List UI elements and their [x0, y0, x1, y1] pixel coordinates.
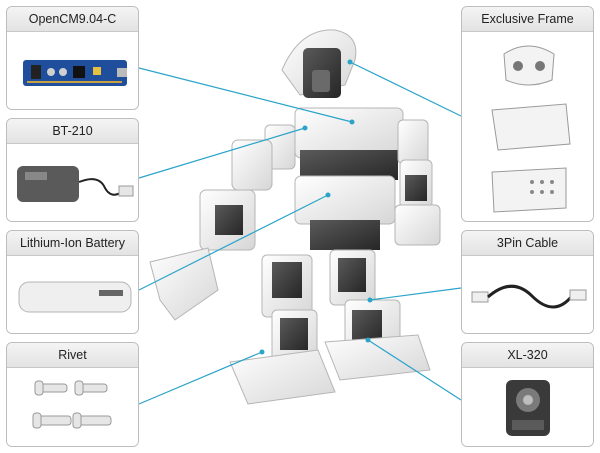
card-cable: 3Pin Cable [461, 230, 594, 334]
card-xl320: XL-320 [461, 342, 594, 447]
bluetooth-module-icon [17, 166, 134, 202]
card-title: XL-320 [462, 343, 593, 368]
card-frame: Exclusive Frame [461, 6, 594, 222]
card-title: Exclusive Frame [462, 7, 593, 32]
card-opencm: OpenCM9.04-C [6, 6, 139, 110]
battery-icon [18, 281, 132, 313]
servo-motor-icon [506, 380, 550, 436]
frame-parts-icon [491, 45, 571, 213]
card-bt210: BT-210 [6, 118, 139, 222]
rivet-icon [32, 380, 112, 429]
card-title: Lithium-Ion Battery [7, 231, 138, 256]
card-battery: Lithium-Ion Battery [6, 230, 139, 334]
opencm-board-icon [23, 60, 127, 86]
card-title: 3Pin Cable [462, 231, 593, 256]
card-title: BT-210 [7, 119, 138, 144]
card-title: Rivet [7, 343, 138, 368]
card-title: OpenCM9.04-C [7, 7, 138, 32]
cable-icon [471, 284, 587, 309]
card-rivet: Rivet [6, 342, 139, 447]
